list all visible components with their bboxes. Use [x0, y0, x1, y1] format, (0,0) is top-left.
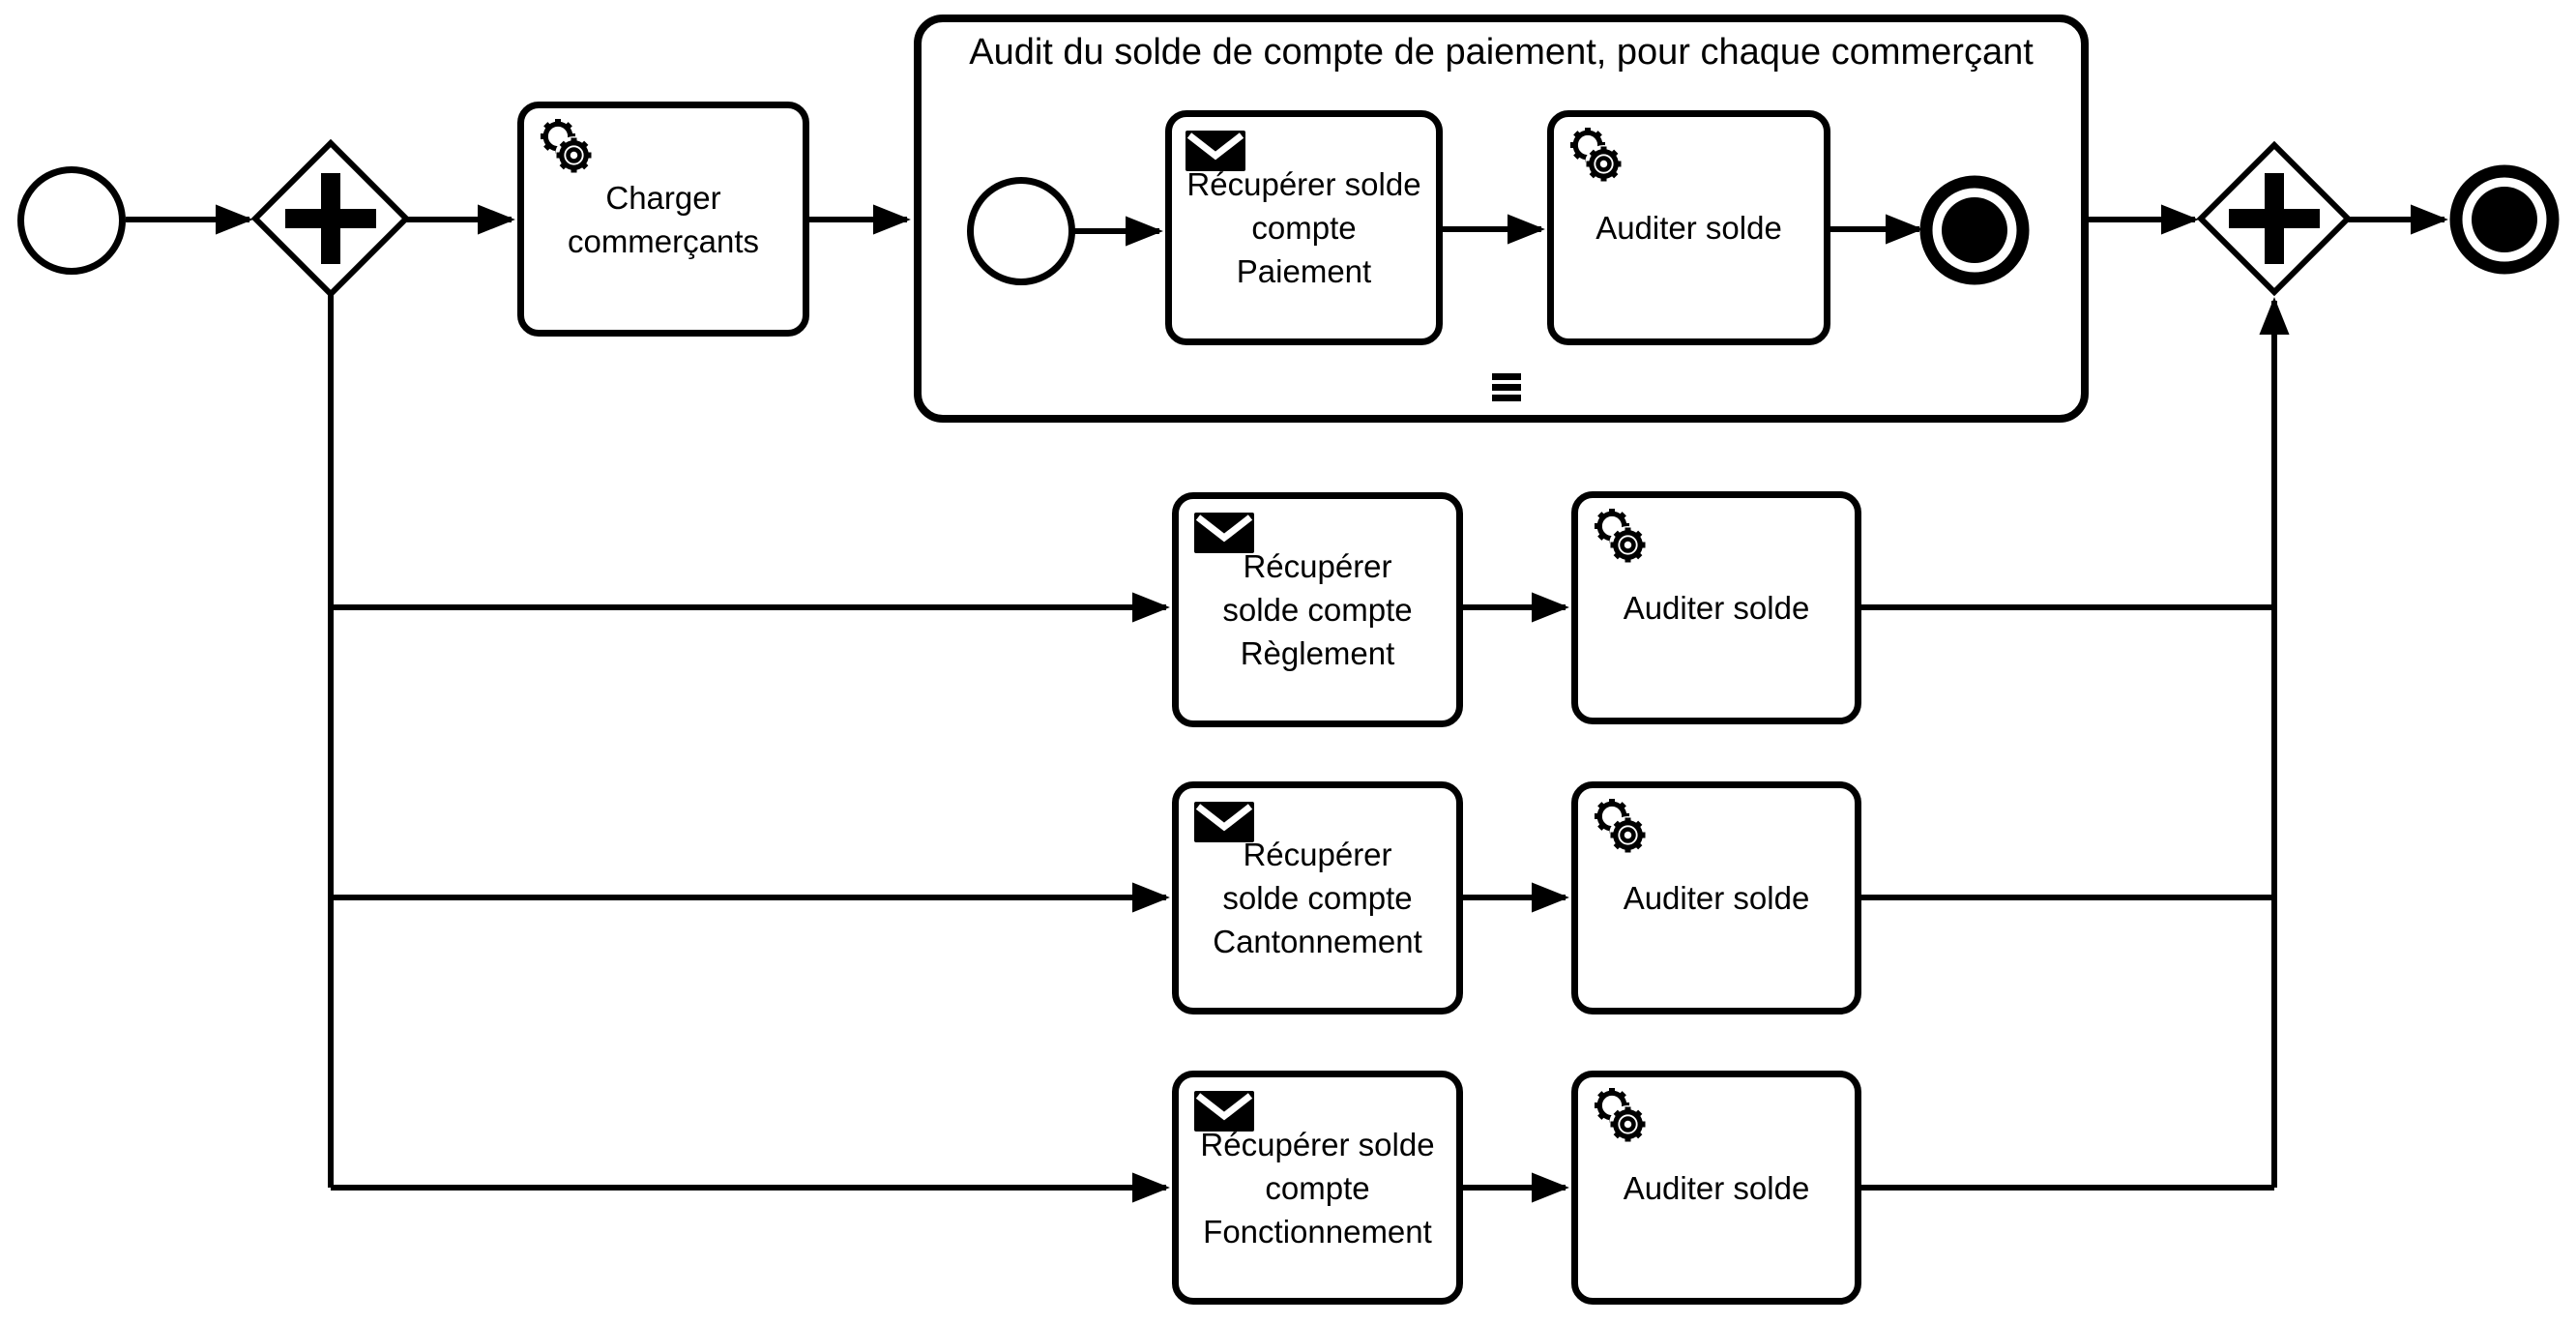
gear-icon — [1591, 799, 1651, 857]
envelope-icon — [1194, 1091, 1254, 1132]
task-recuperer-solde-fonctionnement[interactable]: Récupérer solde compte Fonctionnement — [1172, 1071, 1463, 1305]
envelope-icon — [1186, 131, 1245, 171]
plus-marker-icon — [2229, 173, 2320, 264]
envelope-icon — [1194, 513, 1254, 553]
task-charger-commercants[interactable]: Charger commerçants — [517, 102, 809, 337]
gear-icon — [1591, 1088, 1651, 1146]
task-label: Récupérer solde compte Fonctionnement — [1200, 1126, 1435, 1250]
subprocess-start-event[interactable] — [967, 177, 1075, 285]
subprocess-title: Audit du solde de compte de paiement, po… — [969, 32, 2034, 73]
parallel-gateway-split[interactable] — [250, 138, 411, 299]
plus-marker-icon — [285, 173, 376, 264]
task-label: Auditer solde — [1623, 1169, 1810, 1206]
task-auditer-solde-fonctionnement[interactable]: Auditer solde — [1571, 1071, 1861, 1305]
subprocess-end-event[interactable] — [1919, 175, 2030, 285]
task-label: Récupérer solde compte Cantonnement — [1213, 837, 1422, 959]
task-auditer-solde-paiement[interactable]: Auditer solde — [1547, 110, 1830, 345]
gear-icon — [537, 119, 597, 177]
end-event[interactable] — [2449, 164, 2560, 275]
parallel-gateway-join[interactable] — [2196, 140, 2353, 297]
gear-icon — [1591, 509, 1651, 567]
task-label: Récupérer solde compte Paiement — [1186, 166, 1421, 289]
task-label: Auditer solde — [1623, 880, 1810, 916]
gear-icon — [1566, 128, 1626, 186]
envelope-icon — [1194, 802, 1254, 842]
task-auditer-solde-reglement[interactable]: Auditer solde — [1571, 491, 1861, 724]
task-label: Auditer solde — [1623, 590, 1810, 626]
task-recuperer-solde-paiement[interactable]: Récupérer solde compte Paiement — [1165, 110, 1443, 345]
task-label: Charger commerçants — [567, 179, 760, 259]
sequential-mi-marker — [1492, 373, 1521, 401]
task-recuperer-solde-cantonnement[interactable]: Récupérer solde compte Cantonnement — [1172, 781, 1463, 1014]
task-recuperer-solde-reglement[interactable]: Récupérer solde compte Règlement — [1172, 492, 1463, 727]
start-event[interactable] — [17, 166, 126, 275]
task-label: Auditer solde — [1595, 210, 1782, 246]
task-label: Récupérer solde compte Règlement — [1222, 548, 1413, 671]
task-auditer-solde-cantonnement[interactable]: Auditer solde — [1571, 781, 1861, 1014]
